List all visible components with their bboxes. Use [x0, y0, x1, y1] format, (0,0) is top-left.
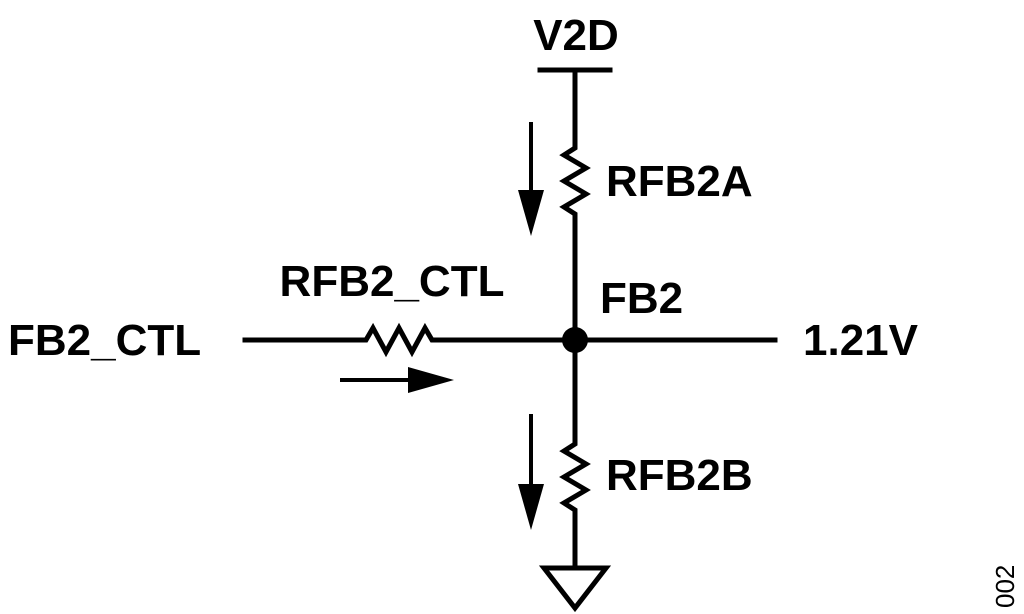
supply-rail [537, 67, 613, 141]
ground-symbol-icon [538, 565, 612, 613]
rfb2a-label: RFB2A [606, 157, 753, 206]
current-arrow-right [340, 367, 454, 393]
rfb2-ctl-label: RFB2_CTL [280, 257, 505, 306]
resistor-rfb2b [559, 427, 591, 525]
supply-label: V2D [533, 11, 619, 60]
resistor-rfb2-ctl [355, 322, 443, 358]
voltage-label: 1.21V [803, 316, 919, 365]
figure-number: 002 [990, 565, 1020, 608]
current-arrow-down-lower [518, 414, 544, 530]
resistor-rfb2a [559, 135, 591, 231]
fb2-ctl-input-label: FB2_CTL [8, 316, 201, 365]
current-arrow-down-upper [518, 122, 544, 236]
rfb2b-label: RFB2B [606, 451, 753, 500]
fb2-node-label: FB2 [600, 274, 683, 323]
